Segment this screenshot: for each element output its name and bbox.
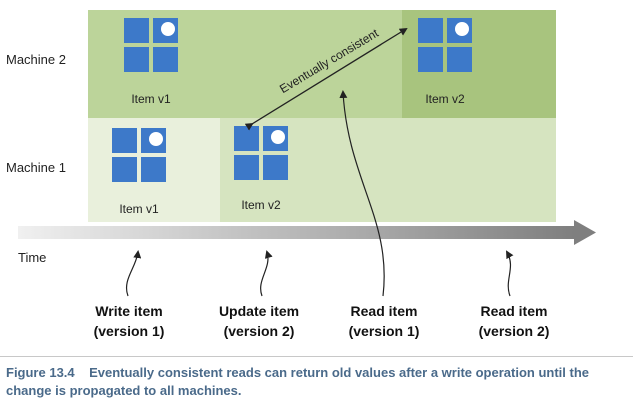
event-write-line1: Write item bbox=[95, 303, 163, 319]
read-v1-pointer-arrow bbox=[339, 90, 385, 297]
time-label: Time bbox=[18, 250, 47, 265]
event-read-v2-line2: (version 2) bbox=[478, 323, 550, 339]
caption-divider bbox=[0, 356, 633, 357]
machine-1-label: Machine 1 bbox=[6, 160, 66, 175]
event-read-v2-line1: Read item bbox=[480, 303, 548, 319]
event-read-v1: Read item (version 1) bbox=[319, 301, 449, 341]
read-v2-pointer-arrow bbox=[506, 250, 514, 297]
event-read-v2: Read item (version 2) bbox=[449, 301, 579, 341]
machine-2-label: Machine 2 bbox=[6, 52, 66, 67]
figure-number: Figure 13.4 bbox=[6, 365, 75, 380]
figure-caption-text: Eventually consistent reads can return o… bbox=[6, 365, 589, 398]
machine-2-item-v2-label: Item v2 bbox=[425, 92, 465, 106]
machine-2-item-v1-label: Item v1 bbox=[131, 92, 171, 106]
event-read-v1-line2: (version 1) bbox=[348, 323, 420, 339]
event-read-v1-line1: Read item bbox=[350, 303, 418, 319]
event-update-line1: Update item bbox=[218, 303, 300, 319]
timeline-arrow bbox=[18, 220, 596, 245]
item-grid-icon bbox=[112, 128, 166, 182]
machine-1-item-v2-label: Item v2 bbox=[241, 198, 281, 212]
event-write: Write item (version 1) bbox=[64, 301, 194, 341]
item-grid-icon bbox=[418, 18, 472, 72]
item-grid-icon bbox=[124, 18, 178, 72]
event-update: Update item (version 2) bbox=[194, 301, 324, 341]
event-update-line2: (version 2) bbox=[223, 323, 295, 339]
event-write-line2: (version 1) bbox=[93, 323, 165, 339]
write-pointer-arrow bbox=[126, 250, 142, 297]
update-pointer-arrow bbox=[260, 250, 273, 297]
sync-arrow bbox=[244, 27, 408, 131]
figure-caption: Figure 13.4 Eventually consistent reads … bbox=[6, 364, 631, 400]
machine-1-item-v1-label: Item v1 bbox=[119, 202, 159, 216]
